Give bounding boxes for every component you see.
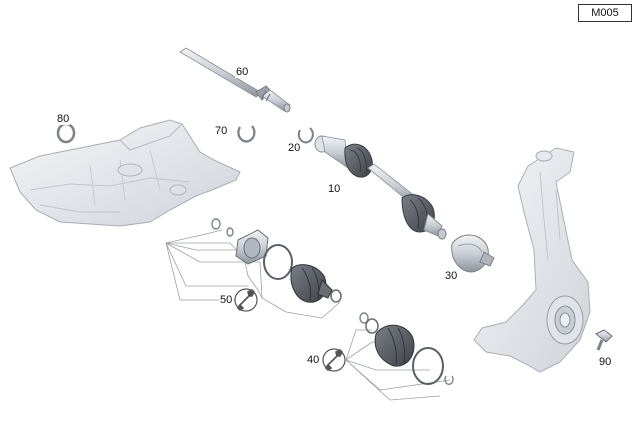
small-clip-40a[interactable] <box>359 312 369 324</box>
callout-90[interactable]: 90 <box>598 356 613 368</box>
callout-70[interactable]: 70 <box>214 125 229 137</box>
band-clamp-40[interactable] <box>412 347 444 385</box>
callout-60[interactable]: 60 <box>235 66 250 78</box>
circlip-part-20[interactable] <box>297 127 314 144</box>
small-clip-50b[interactable] <box>226 227 234 237</box>
callout-10[interactable]: 10 <box>327 183 342 195</box>
small-clamp-50[interactable] <box>330 289 342 303</box>
wrench-icon <box>234 288 258 312</box>
small-clamp-40[interactable] <box>365 318 379 334</box>
callout-20[interactable]: 20 <box>287 142 302 154</box>
diagram-id-badge: M005 <box>578 4 632 22</box>
circlip-40[interactable] <box>444 375 454 385</box>
tripod-housing-50[interactable] <box>235 229 269 265</box>
callout-80[interactable]: 80 <box>56 113 71 125</box>
boot-40[interactable] <box>374 324 415 367</box>
wrench-icon <box>322 348 346 372</box>
callout-30[interactable]: 30 <box>444 270 459 282</box>
bolt-part-90[interactable] <box>595 329 613 351</box>
circlip-part-80[interactable] <box>56 122 76 144</box>
drive-shaft-part-10[interactable] <box>314 135 447 240</box>
band-clamp-50[interactable] <box>263 244 293 280</box>
intermediate-shaft-part-60[interactable] <box>179 47 291 113</box>
circlip-part-70[interactable] <box>237 125 256 143</box>
small-clip-50a[interactable] <box>211 218 221 230</box>
callout-50[interactable]: 50 <box>219 294 234 306</box>
boot-50[interactable] <box>290 264 333 303</box>
oil-pan-part-80[interactable] <box>9 119 241 227</box>
steering-knuckle[interactable] <box>473 147 591 373</box>
callout-40[interactable]: 40 <box>306 354 321 366</box>
cv-joint-part-30[interactable] <box>451 234 495 273</box>
repair-kit-group-50 <box>165 218 342 319</box>
repair-kit-group-40 <box>345 312 454 401</box>
